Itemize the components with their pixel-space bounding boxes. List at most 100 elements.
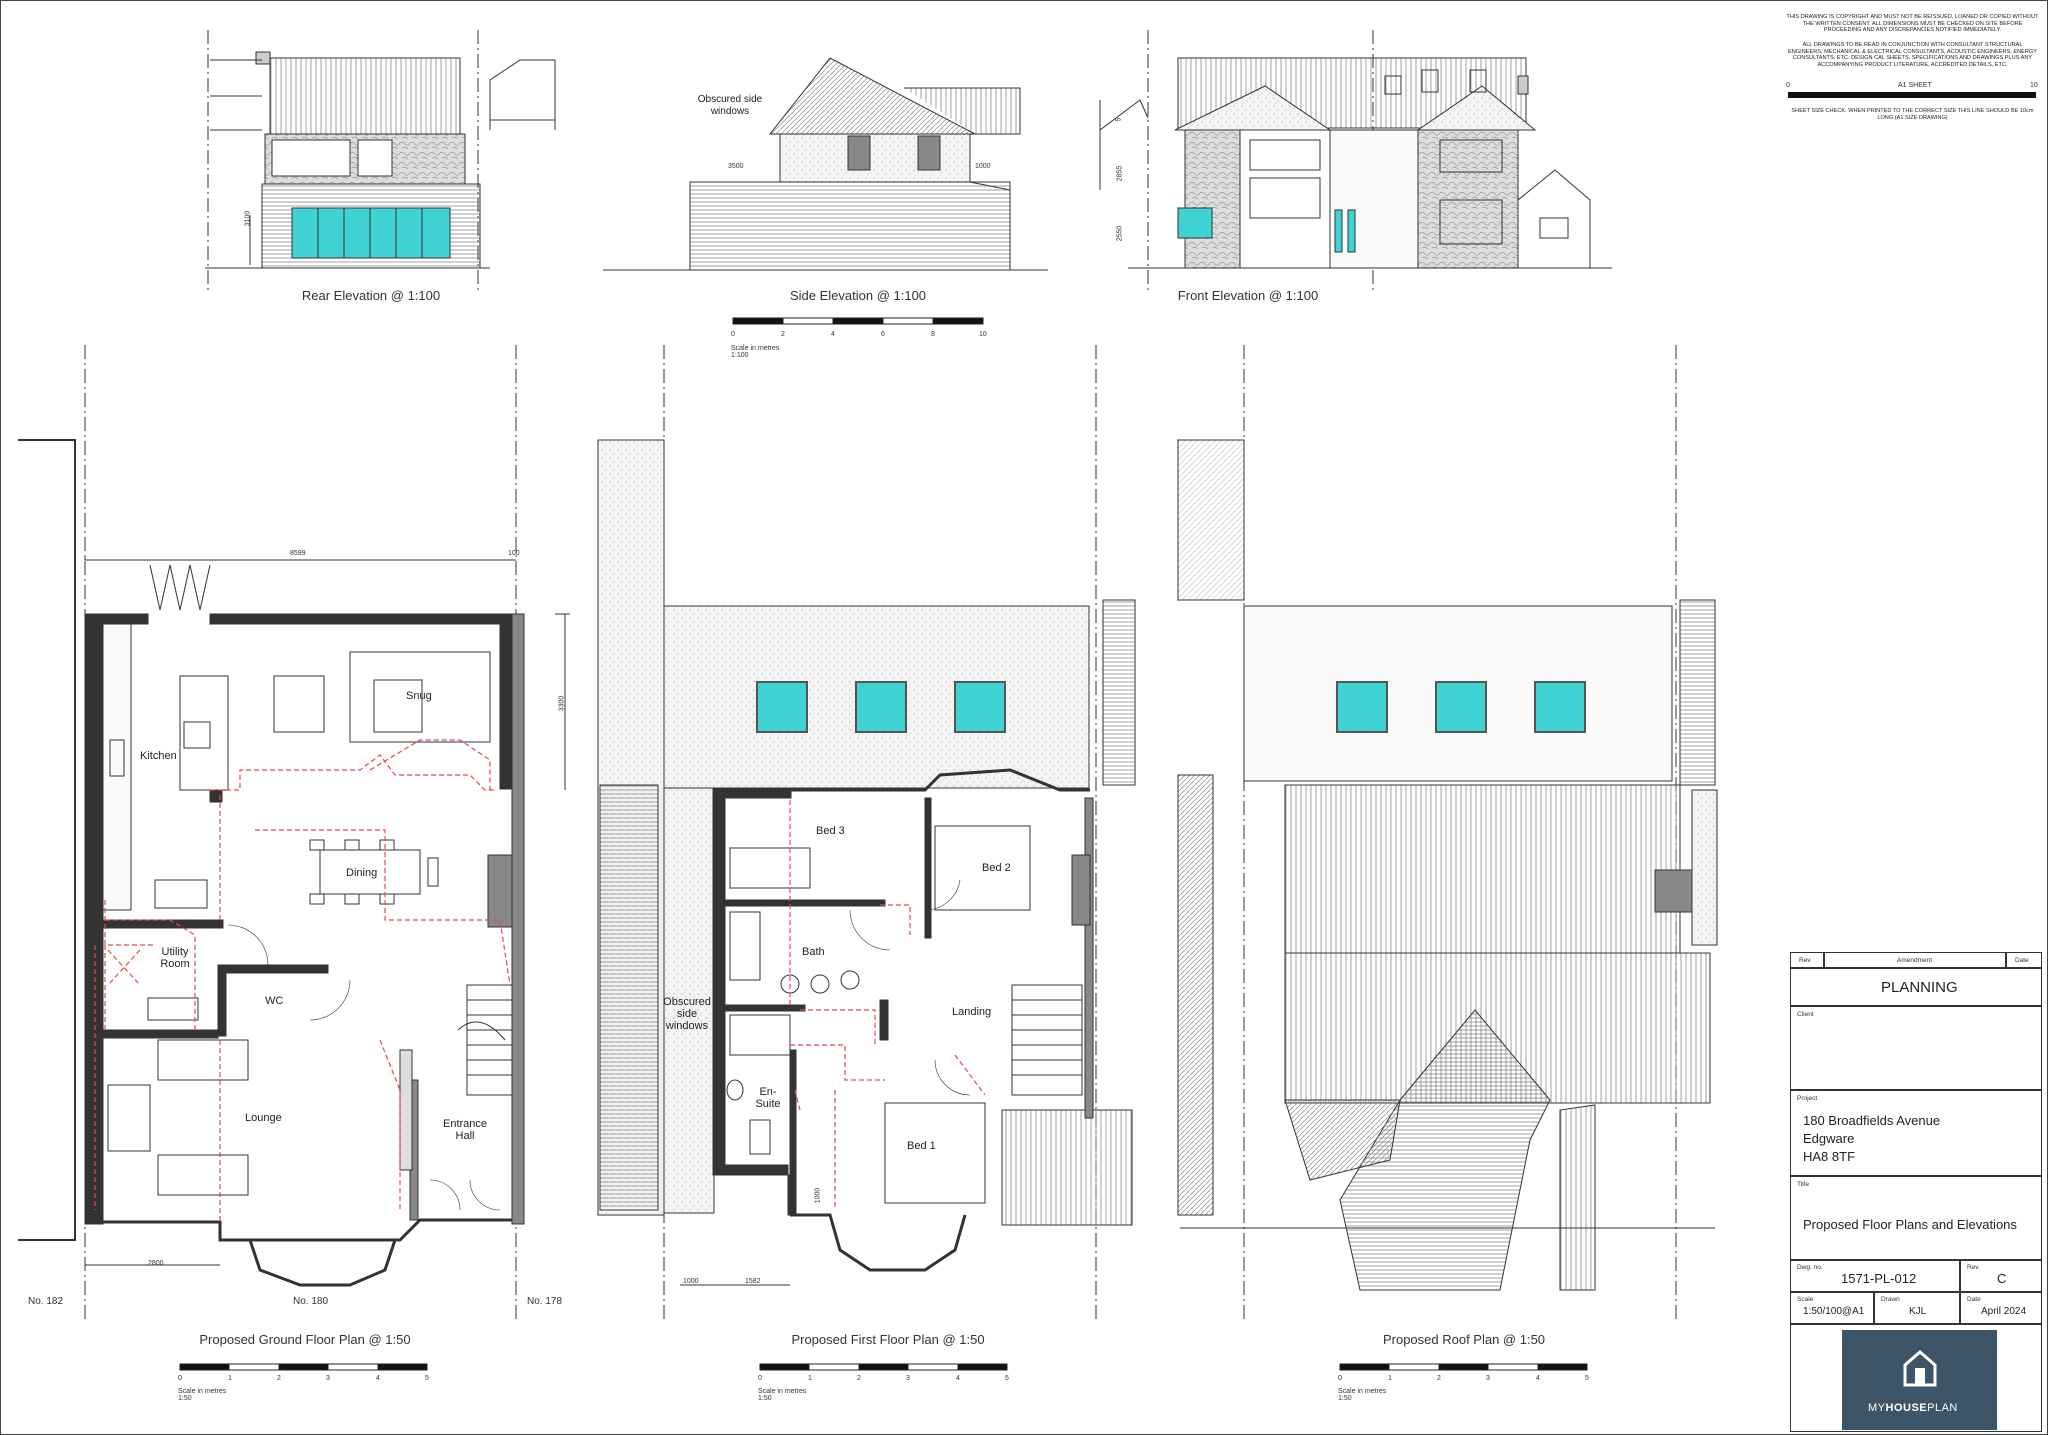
- drawn-value: KJL: [1909, 1306, 1927, 1317]
- obscured-side-windows: Obscured side windows: [663, 996, 711, 1032]
- front-dim-b: 2855: [1116, 165, 1124, 182]
- scale100-tick-0: 0: [731, 331, 735, 338]
- scale50f-tick-4: 4: [956, 1375, 960, 1382]
- project-line-1: 180 Broadfields Avenue: [1803, 1113, 1941, 1128]
- date-header: Date: [2015, 957, 2029, 964]
- room-landing: Landing: [952, 1006, 992, 1018]
- scale100-tick-5: 10: [979, 331, 987, 338]
- sheet-end: 10: [2030, 82, 2038, 89]
- scale50g-tick-0: 0: [178, 1375, 182, 1382]
- rev-label: Rev.: [1967, 1264, 1980, 1271]
- ground-dim-width: 8599: [290, 550, 306, 557]
- amendment-header: Amendment: [1897, 957, 1933, 964]
- scale50g-tick-4: 4: [376, 1375, 380, 1382]
- room-bed1: Bed 1: [907, 1140, 936, 1152]
- ground-plan-title: Proposed Ground Floor Plan @ 1:50: [199, 1332, 411, 1347]
- drawn-label: Drawn: [1881, 1296, 1900, 1303]
- side-dim-left: 3500: [728, 163, 744, 170]
- room-utility: Utility Room: [160, 946, 190, 970]
- scale-bar-elevations: [732, 317, 984, 325]
- logo-text-my: MY: [1868, 1402, 1886, 1414]
- client-label: Client: [1797, 1011, 1814, 1018]
- room-wc: WC: [265, 995, 284, 1007]
- consultants-note: ALL DRAWINGS TO BE READ IN CONJUNCTION W…: [1788, 42, 2037, 68]
- roof-plan: [1177, 345, 1718, 1320]
- roof-plan-title: Proposed Roof Plan @ 1:50: [1382, 1332, 1546, 1347]
- scale50g-tick-2: 2: [277, 1375, 281, 1382]
- first-plan-title: Proposed First Floor Plan @ 1:50: [791, 1332, 985, 1347]
- room-entrance-hall: Entrance Hall: [442, 1118, 488, 1142]
- room-bed2: Bed 2: [982, 862, 1011, 874]
- title-value: Proposed Floor Plans and Elevations: [1803, 1217, 2017, 1232]
- rear-elevation-title: Rear Elevation @ 1:100: [301, 288, 441, 303]
- scale100-label: Scale in metres: [731, 345, 780, 352]
- scale50f-tick-3: 3: [906, 1375, 910, 1382]
- scale100-tick-1: 2: [781, 331, 785, 338]
- scale50f-tick-5: 5: [1005, 1375, 1009, 1382]
- scale50r-tick-1: 1: [1388, 1375, 1392, 1382]
- sheet-start: 0: [1786, 82, 1790, 89]
- logo-text: MYHOUSEPLAN: [1868, 1402, 1958, 1414]
- scale50g-tick-5: 5: [425, 1375, 429, 1382]
- ground-dim-depth: 3300: [558, 695, 566, 712]
- neighbour-left: No. 182: [28, 1296, 64, 1307]
- scale-bar-ground: [179, 1363, 428, 1371]
- front-dim-c: 2550: [1116, 225, 1124, 242]
- first-dim-c: 1000: [814, 1187, 822, 1204]
- scale50g-tick-1: 1: [228, 1375, 232, 1382]
- project-line-2: Edgware: [1803, 1131, 1855, 1146]
- dwg-value: 1571-PL-012: [1841, 1271, 1917, 1286]
- sheet-size-check-bar: [1788, 92, 2036, 98]
- scale-value: 1:50/100@A1: [1803, 1306, 1865, 1317]
- room-kitchen: Kitchen: [140, 750, 177, 762]
- project-label: Project: [1797, 1095, 1818, 1102]
- scale50r-ratio: 1:50: [1338, 1395, 1352, 1402]
- room-dining: Dining: [346, 867, 378, 879]
- sheet-label: A1 SHEET: [1898, 82, 1932, 89]
- copyright-note: THIS DRAWING IS COPYRIGHT AND MUST NOT B…: [1786, 14, 2039, 34]
- neighbour-right: No. 178: [527, 1296, 563, 1307]
- status-planning: PLANNING: [1881, 979, 1958, 996]
- front-elevation: [1099, 30, 1612, 290]
- front-dim-a: 5: [1115, 117, 1123, 122]
- scale50g-tick-3: 3: [326, 1375, 330, 1382]
- obscured-windows-note: Obscured side windows: [697, 94, 763, 117]
- scale50f-ratio: 1:50: [758, 1395, 772, 1402]
- company-logo: [1842, 1330, 1997, 1430]
- scale-label: Scale: [1797, 1296, 1814, 1303]
- room-bath: Bath: [802, 946, 825, 958]
- scale50f-label: Scale in metres: [758, 1388, 807, 1395]
- scale50f-tick-2: 2: [857, 1375, 861, 1382]
- rev-value: C: [1997, 1271, 2007, 1286]
- scale-bar-first: [759, 1363, 1008, 1371]
- ground-floor-plan: [18, 345, 570, 1320]
- scale100-tick-3: 6: [881, 331, 885, 338]
- first-dim-b: 1582: [745, 1278, 761, 1285]
- scale50g-ratio: 1:50: [178, 1395, 192, 1402]
- project-line-3: HA8 8TF: [1803, 1149, 1856, 1164]
- scale100-tick-4: 8: [931, 331, 935, 338]
- scale50r-tick-3: 3: [1486, 1375, 1490, 1382]
- front-elevation-title: Front Elevation @ 1:100: [1177, 288, 1319, 303]
- rear-elevation: [205, 30, 556, 290]
- scale100-tick-2: 4: [831, 331, 835, 338]
- dwg-label: Dwg. no.: [1797, 1264, 1823, 1271]
- room-ensuite: En-Suite: [755, 1086, 781, 1110]
- logo-text-plan: PLAN: [1927, 1402, 1958, 1414]
- side-elevation-title: Side Elevation @ 1:100: [789, 288, 927, 303]
- first-floor-plan: [597, 345, 1136, 1320]
- rev-header: Rev: [1799, 957, 1811, 964]
- scale100-ratio: 1:100: [731, 352, 749, 359]
- scale50g-label: Scale in metres: [178, 1388, 227, 1395]
- first-dim-a: 1000: [683, 1278, 699, 1285]
- ground-dim-bay: 2800: [148, 1260, 164, 1267]
- scale50f-tick-0: 0: [758, 1375, 762, 1382]
- ground-dim-offset: 100: [508, 550, 520, 557]
- scale50r-tick-5: 5: [1585, 1375, 1589, 1382]
- date-value: April 2024: [1981, 1306, 2027, 1317]
- scale-bar-roof: [1339, 1363, 1588, 1371]
- scale50r-tick-0: 0: [1338, 1375, 1342, 1382]
- date-label: Date: [1967, 1296, 1981, 1303]
- room-snug: Snug: [406, 690, 432, 702]
